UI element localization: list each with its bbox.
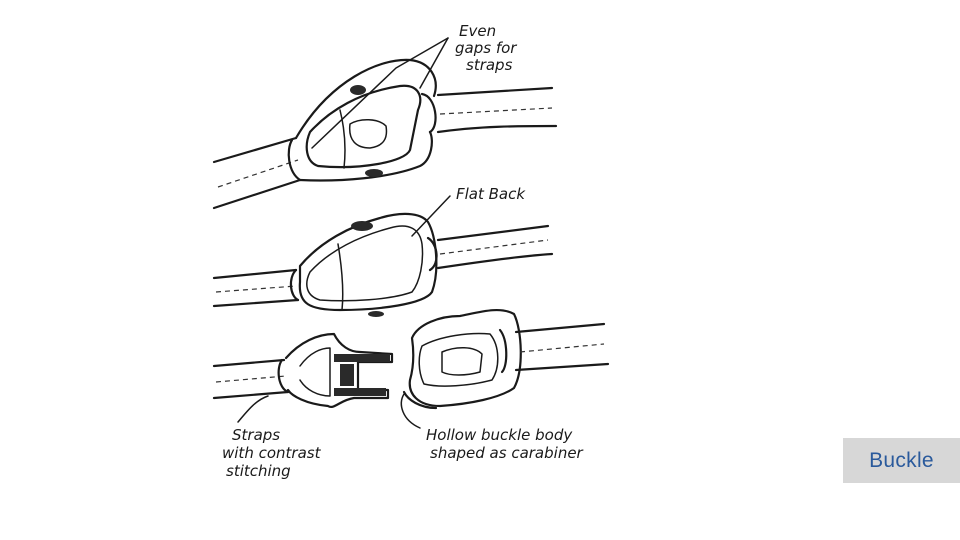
annotation-straps-line1: Straps	[232, 426, 280, 444]
annotation-hollow-body: Hollow buckle body shaped as carabiner	[426, 426, 584, 462]
buckle-angled-view	[212, 37, 558, 210]
clip-prongs	[334, 354, 390, 396]
buckle-tag: Buckle	[843, 438, 960, 483]
annotation-straps-stitching: Straps with contrast stitching	[222, 426, 322, 480]
annotation-even-gaps-line3: straps	[466, 56, 513, 74]
annotation-even-gaps-line2: gaps for	[455, 39, 517, 57]
buckle-flat-back-view	[212, 195, 554, 317]
annotation-straps-line2: with contrast	[222, 444, 322, 462]
annotation-flat-back: Flat Back	[456, 185, 526, 203]
annotation-hollow-line2: shaped as carabiner	[430, 444, 584, 462]
annotation-straps-line3: stitching	[226, 462, 291, 480]
annotation-even-gaps-line1: Even	[459, 22, 496, 40]
buckle-separated-view	[212, 308, 610, 429]
annotation-even-gaps: Even gaps for straps	[455, 22, 517, 74]
buckle-tag-label: Buckle	[869, 448, 934, 472]
annotation-hollow-line1: Hollow buckle body	[426, 426, 573, 444]
